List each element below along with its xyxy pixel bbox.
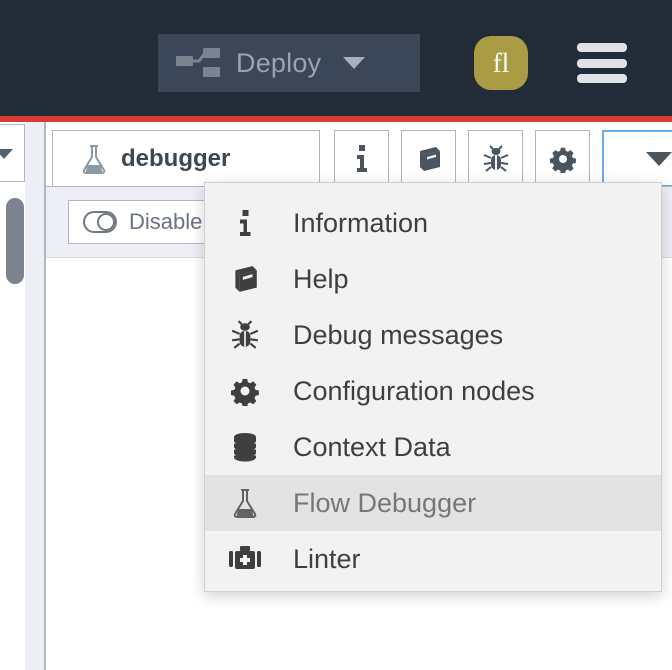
disable-label: Disable <box>129 209 203 234</box>
menu-item-label: Context Data <box>293 431 451 462</box>
chevron-down-icon[interactable] <box>343 57 366 69</box>
deploy-label: Deploy <box>236 47 322 78</box>
menu-item-information[interactable]: Information <box>205 195 661 251</box>
hamburger-bar-1 <box>577 43 627 52</box>
menu-item-label: Linter <box>293 543 361 574</box>
toolbar-button-information[interactable] <box>334 130 389 187</box>
menu-item-flow-debugger[interactable]: Flow Debugger <box>205 475 661 531</box>
info-icon <box>229 209 261 237</box>
gear-icon <box>549 147 576 173</box>
menu-item-label: Help <box>293 263 349 294</box>
hamburger-bar-3 <box>577 74 627 83</box>
flask-icon <box>229 488 261 518</box>
bug-icon <box>229 320 261 350</box>
chevron-down-icon <box>0 149 13 159</box>
deploy-button[interactable]: Deploy <box>158 34 420 92</box>
left-gutter <box>25 122 44 670</box>
deploy-nodes-icon <box>176 48 220 77</box>
panel-divider <box>44 122 46 670</box>
info-icon <box>356 144 367 172</box>
menu-item-label: Information <box>293 207 429 238</box>
tabstrip: debugger <box>46 122 672 187</box>
chevron-down-icon <box>646 151 672 166</box>
tab-debugger[interactable]: debugger <box>52 130 320 187</box>
sidebar-scrollbar[interactable] <box>6 198 24 284</box>
menu-item-label: Debug messages <box>293 319 504 350</box>
database-icon <box>229 432 261 462</box>
gear-icon <box>229 376 261 406</box>
avatar-initials: fl <box>492 47 510 78</box>
hamburger-bar-2 <box>577 58 627 68</box>
toggle-off-icon <box>83 211 117 233</box>
menu-item-configuration-nodes[interactable]: Configuration nodes <box>205 363 661 419</box>
menu-item-linter[interactable]: Linter <box>205 531 661 587</box>
menu-item-debug-messages[interactable]: Debug messages <box>205 307 661 363</box>
book-icon <box>419 146 440 171</box>
menu-item-label: Flow Debugger <box>293 487 477 518</box>
app-header: Deploy fl <box>0 0 672 116</box>
toolbar-button-debug-messages[interactable] <box>468 130 523 187</box>
status-accent-bar <box>0 116 672 122</box>
sidebar-partial-button[interactable] <box>0 124 25 182</box>
bug-icon <box>483 144 508 172</box>
flask-icon <box>82 145 106 174</box>
toolbar-button-configuration-nodes[interactable] <box>535 130 590 187</box>
book-icon <box>229 264 261 294</box>
disable-button[interactable]: Disable <box>68 200 228 244</box>
toolbar-button-help[interactable] <box>401 130 456 187</box>
first-aid-kit-icon <box>229 545 261 573</box>
menu-item-label: Configuration nodes <box>293 375 535 406</box>
toolbar-button-more-options[interactable] <box>602 130 672 187</box>
hamburger-menu-icon[interactable] <box>577 43 627 83</box>
menu-item-help[interactable]: Help <box>205 251 661 307</box>
menu-item-context-data[interactable]: Context Data <box>205 419 661 475</box>
tab-label: debugger <box>121 145 231 172</box>
avatar[interactable]: fl <box>474 36 528 90</box>
options-dropdown-menu: Information Help <box>204 182 662 592</box>
